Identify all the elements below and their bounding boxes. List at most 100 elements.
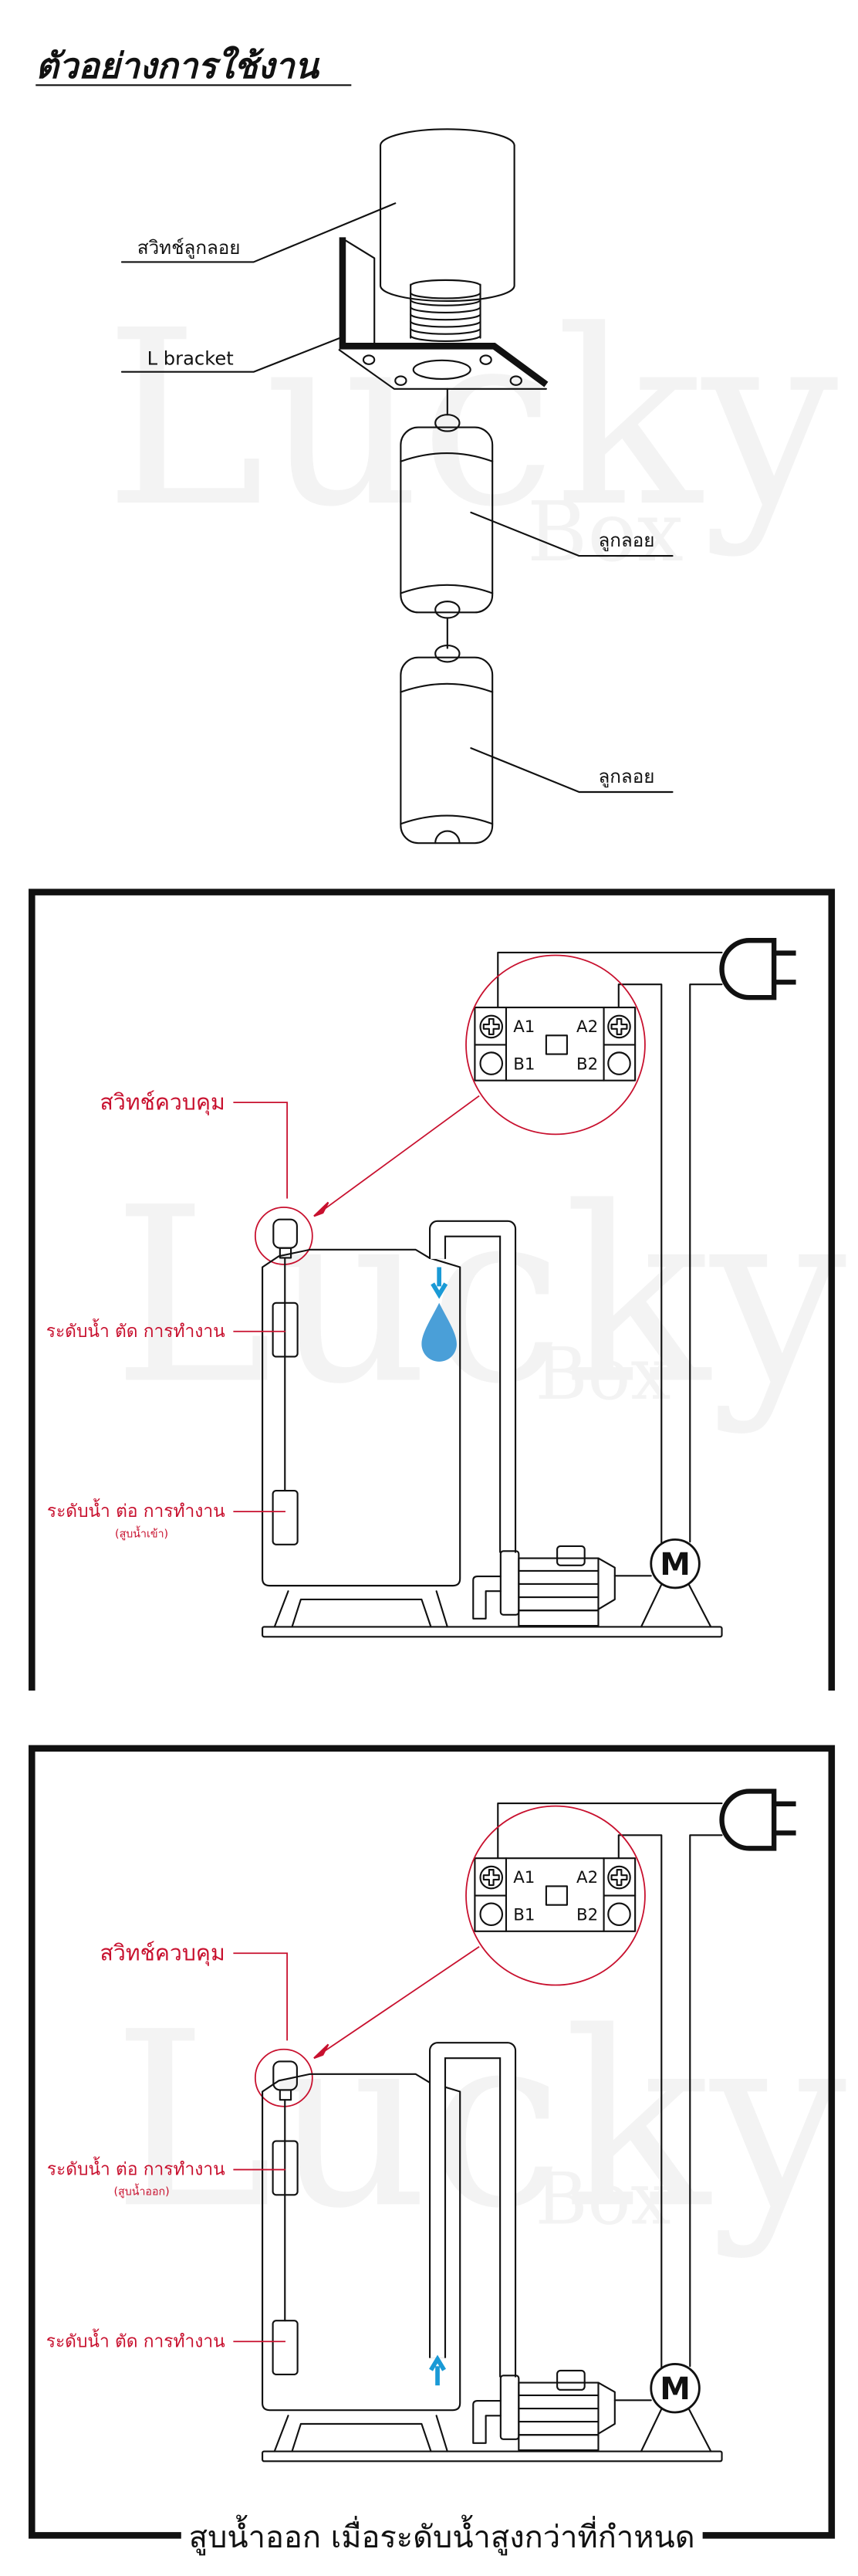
water-drop-icon xyxy=(421,1302,457,1362)
callout-float-upper: ลูกลอย xyxy=(470,511,674,557)
water-pump xyxy=(472,1545,652,1627)
motor-circle xyxy=(650,2362,701,2414)
pump-flange xyxy=(499,2375,520,2440)
terminal-label-a1: A1 xyxy=(513,1868,535,1887)
arrowhead-icon xyxy=(313,2043,329,2060)
watermark-box: Box xyxy=(535,1332,671,1416)
float-switch-body xyxy=(379,128,515,343)
pump-fins xyxy=(518,2394,600,2423)
wire-a2 xyxy=(617,983,663,1545)
wire-a1 xyxy=(497,1802,723,1860)
callout-arrow-line xyxy=(323,1945,480,2053)
pump-terminal-box xyxy=(556,1545,586,1566)
label-lower-note: (สูบน้ำเข้า) xyxy=(115,1526,168,1541)
label-control-switch: สวิทช์ควบคุม xyxy=(100,1089,225,1115)
watermark-box: Box xyxy=(527,485,684,581)
terminal-label-a2: A2 xyxy=(576,1868,598,1887)
pump-inlet xyxy=(472,1575,502,1620)
pipe-inner xyxy=(431,2043,515,2378)
pump-endcap xyxy=(597,1557,616,1610)
terminal-label-b2: B2 xyxy=(576,1906,598,1925)
power-plug-icon xyxy=(719,1789,796,1851)
motor-legs xyxy=(640,1583,712,1628)
screw-head-icon xyxy=(610,1017,628,1035)
plug-body xyxy=(719,938,777,1000)
pump-inlet xyxy=(472,2399,502,2444)
control-switch-leader xyxy=(233,1102,288,1199)
watermark-lucky: Lucky xyxy=(113,1979,846,2261)
screw-terminal-icon xyxy=(607,1865,631,1890)
wire-plug xyxy=(689,1834,723,2368)
screw-terminal-icon xyxy=(607,1014,631,1039)
terminal-label-a1: A1 xyxy=(513,1017,535,1037)
flow-down-arrow-icon xyxy=(431,1267,448,1299)
terminal-label-b1: B1 xyxy=(513,1906,535,1925)
callout-arrow-line xyxy=(323,1095,480,1210)
pump-base xyxy=(518,1610,600,1627)
motor-circle xyxy=(650,1538,701,1589)
callout-bracket: L bracket xyxy=(120,337,342,373)
tank-outline xyxy=(262,2073,461,2412)
label-l-bracket: L bracket xyxy=(147,347,234,369)
water-tank xyxy=(262,2073,461,2452)
screw-terminal-icon xyxy=(479,1014,504,1039)
terminal-dividers xyxy=(474,1006,637,1082)
water-pump xyxy=(472,2369,652,2452)
panel-frame xyxy=(29,1745,836,2539)
terminal-label-a2: A2 xyxy=(576,1017,598,1037)
wiring xyxy=(497,1802,723,2370)
water-tank xyxy=(262,1248,461,1628)
tank-stand xyxy=(273,2415,448,2452)
terminal-box xyxy=(474,1006,637,1082)
flow-up-arrow-icon xyxy=(429,2354,447,2386)
watermark-box: Box xyxy=(535,2157,671,2240)
float-lower xyxy=(272,1489,299,1545)
pipe-inner xyxy=(431,1221,515,1553)
terminal-b2-icon xyxy=(607,1902,631,1927)
float-upper xyxy=(272,2140,299,2196)
panel-caption: สูบน้ำออก เมื่อระดับน้ำสูงกว่าที่กำหนด xyxy=(189,2514,695,2555)
terminal-label-b1: B1 xyxy=(513,1054,535,1074)
label-lower-float: ระดับน้ำ ต่อ การทำงาน xyxy=(47,1498,225,1522)
l-bracket xyxy=(338,237,549,390)
motor-legs xyxy=(640,2408,712,2452)
label-upper-float: ระดับน้ำ ตัด การทำงาน xyxy=(46,1318,225,1342)
page-title: ตัวอย่างการใช้งาน xyxy=(35,46,319,86)
float-upper xyxy=(272,1302,299,1358)
motor-icon: M xyxy=(640,2362,712,2452)
wire-a2 xyxy=(617,1834,663,2370)
base-platform xyxy=(262,2450,723,2463)
arrowhead-icon xyxy=(313,1201,329,1217)
screw-head-icon xyxy=(610,1869,628,1887)
screw-head-icon xyxy=(482,1869,500,1887)
wire-a1 xyxy=(497,951,723,1009)
label-float-lower: ลูกลอย xyxy=(598,766,654,788)
pump-base xyxy=(518,2434,600,2452)
panel-frame xyxy=(29,889,836,1691)
watermark-lucky: Lucky xyxy=(113,1155,846,1437)
screw-terminal-icon xyxy=(479,1865,504,1890)
base-platform xyxy=(262,1626,723,1638)
label-lower-float: ระดับน้ำ ตัด การทำงาน xyxy=(46,2328,225,2351)
motor-label: M xyxy=(660,2371,691,2407)
float-lower xyxy=(272,2320,299,2375)
label-float-upper: ลูกลอย xyxy=(598,530,654,552)
usage-example-diagram: Lucky Box ตัวอย่างการใช้งาน สวิทช์ลูกลอย xyxy=(35,46,839,845)
plug-prongs xyxy=(774,1801,796,1836)
terminal-b1-icon xyxy=(479,1051,504,1075)
control-switch-leader xyxy=(233,1952,288,2041)
terminal-b1-icon xyxy=(479,1902,504,1927)
tank-outline xyxy=(262,1248,461,1587)
terminal-indicator xyxy=(545,1034,568,1055)
switch-highlight-circle xyxy=(254,2048,313,2107)
terminal-dividers xyxy=(474,1857,637,1932)
zoom-circle xyxy=(465,954,646,1136)
tank-stand xyxy=(273,1590,448,1628)
callout-switch: สวิทช์ลูกลอย xyxy=(120,202,397,263)
motor-label: M xyxy=(660,1547,691,1582)
terminal-b2-icon xyxy=(607,1051,631,1075)
